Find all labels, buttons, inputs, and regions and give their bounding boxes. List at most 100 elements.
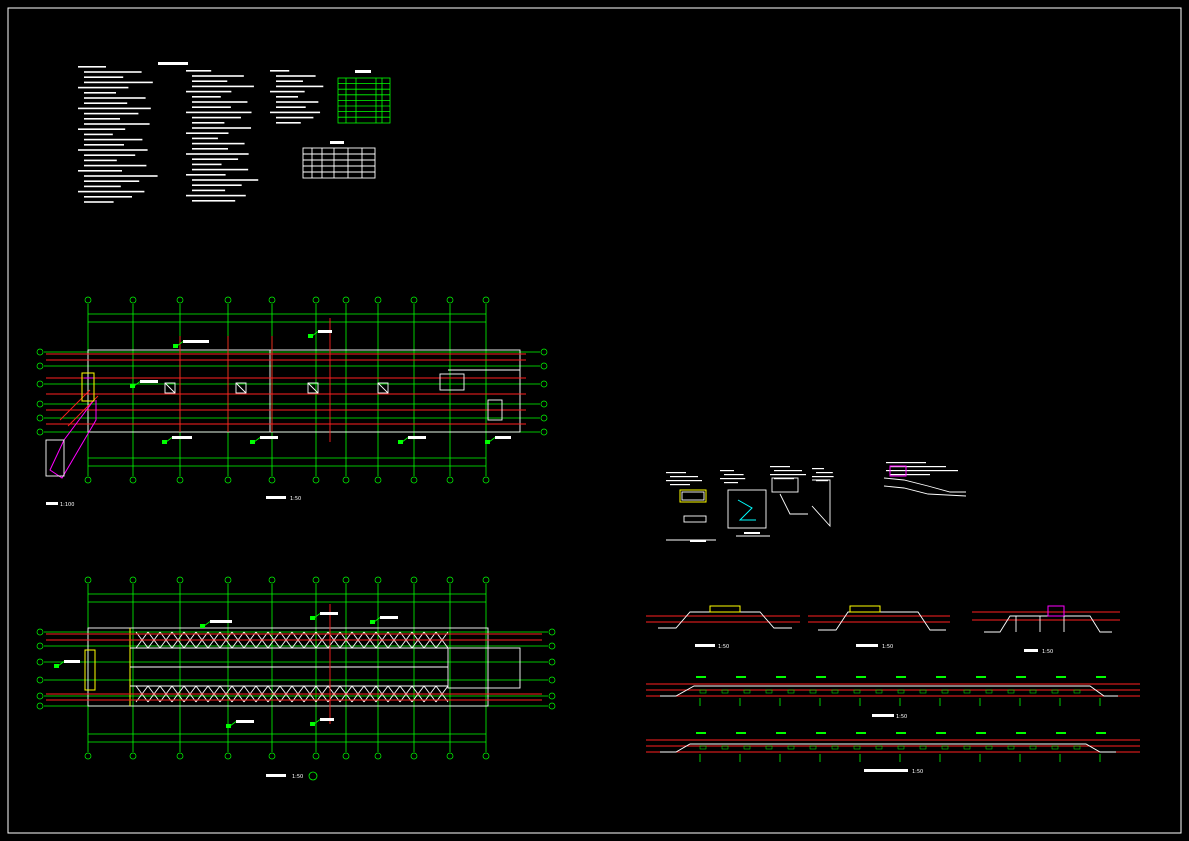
axis-bubble	[482, 752, 490, 760]
axis-bubble	[268, 476, 276, 484]
pipe-marker	[699, 745, 707, 750]
tag-marker	[173, 344, 178, 348]
detail-note	[666, 480, 702, 482]
level-tag	[896, 676, 906, 678]
level-tag	[776, 732, 786, 734]
pipe-marker	[897, 689, 905, 694]
note-line	[84, 112, 139, 115]
detail-note	[724, 474, 744, 476]
axis-bubble	[268, 296, 276, 304]
note-line	[276, 75, 316, 77]
svg-text:1:50: 1:50	[912, 769, 923, 775]
detail-note	[890, 474, 930, 476]
tag-label	[140, 380, 158, 383]
pipe-marker	[1073, 745, 1081, 750]
plan1-outline	[87, 349, 521, 433]
pipe-marker	[919, 689, 927, 694]
note-line	[78, 66, 106, 68]
axis-bubble	[342, 576, 350, 584]
note-line	[270, 90, 305, 93]
svg-text:1:50: 1:50	[1042, 649, 1053, 655]
axis-bubble	[84, 576, 92, 584]
note-line	[84, 133, 113, 136]
svg-text:1:50: 1:50	[718, 644, 729, 650]
axis-bubble	[548, 692, 556, 700]
longitudinal-section-2: 1:50	[646, 732, 1140, 775]
pipe-marker	[1029, 689, 1037, 694]
note-line	[186, 132, 229, 134]
cross-section-1: 1:50	[646, 605, 800, 650]
axis-bubble	[129, 752, 137, 760]
tag-marker	[370, 620, 375, 624]
level-tag	[1096, 732, 1106, 734]
axis-bubble	[446, 752, 454, 760]
pipe-marker	[1007, 745, 1015, 750]
tag-marker	[130, 384, 135, 388]
axis-bubble	[224, 576, 232, 584]
schedule-table-2	[302, 141, 376, 179]
note-line	[78, 170, 122, 172]
note-line	[192, 80, 228, 82]
level-tag	[816, 676, 826, 678]
floor-plan-2: 1:50	[36, 576, 556, 781]
note-line	[276, 116, 314, 119]
note-line	[192, 163, 222, 166]
svg-text:1:50: 1:50	[882, 644, 893, 650]
notes-column-2	[186, 70, 259, 202]
note-line	[78, 149, 148, 151]
tag-marker	[226, 724, 231, 728]
pipe-marker	[963, 689, 971, 694]
note-line	[192, 85, 254, 88]
tag-label	[495, 436, 511, 439]
pipe-marker	[809, 745, 817, 750]
plan2-outline	[87, 627, 489, 707]
note-line	[270, 111, 321, 114]
pipe-marker	[809, 689, 817, 694]
level-tag	[776, 676, 786, 678]
level-tag	[1096, 676, 1106, 678]
note-line	[270, 70, 290, 72]
axis-bubble	[482, 296, 490, 304]
axis-bubble	[84, 476, 92, 484]
plan1-scale-label: 1:50	[290, 496, 301, 502]
note-line	[84, 180, 140, 182]
pipe-marker	[919, 745, 927, 750]
pipe-marker	[897, 745, 905, 750]
note-line	[192, 179, 259, 181]
axis-bubble	[84, 296, 92, 304]
tag-label	[183, 340, 209, 343]
pipe-marker	[721, 689, 729, 694]
axis-bubble	[36, 400, 44, 408]
axis-bubble	[410, 476, 418, 484]
axis-bubble	[410, 576, 418, 584]
level-tag	[736, 676, 746, 678]
note-line	[84, 118, 120, 120]
notes-column-1	[78, 66, 158, 203]
detail-note	[886, 462, 926, 464]
tag-label	[408, 436, 426, 439]
level-tag	[856, 676, 866, 678]
note-line	[84, 196, 132, 198]
note-line	[186, 153, 249, 155]
level-tag	[1056, 676, 1066, 678]
axis-bubble	[540, 400, 548, 408]
axis-bubble	[342, 752, 350, 760]
pipe-marker	[831, 745, 839, 750]
note-line	[186, 70, 212, 72]
note-line	[84, 71, 142, 73]
axis-bubble	[548, 676, 556, 684]
detail-note	[770, 474, 806, 476]
axis-bubble	[548, 628, 556, 636]
axis-bubble	[312, 752, 320, 760]
notes-title-mark	[158, 62, 188, 65]
note-line	[84, 123, 150, 125]
axis-bubble	[224, 476, 232, 484]
tag-label	[320, 612, 338, 615]
axis-bubble	[176, 576, 184, 584]
table2-grid	[303, 148, 375, 178]
plan2-axis-grid	[36, 576, 556, 760]
note-line	[84, 201, 114, 203]
level-tag	[696, 676, 706, 678]
note-line	[78, 128, 126, 130]
